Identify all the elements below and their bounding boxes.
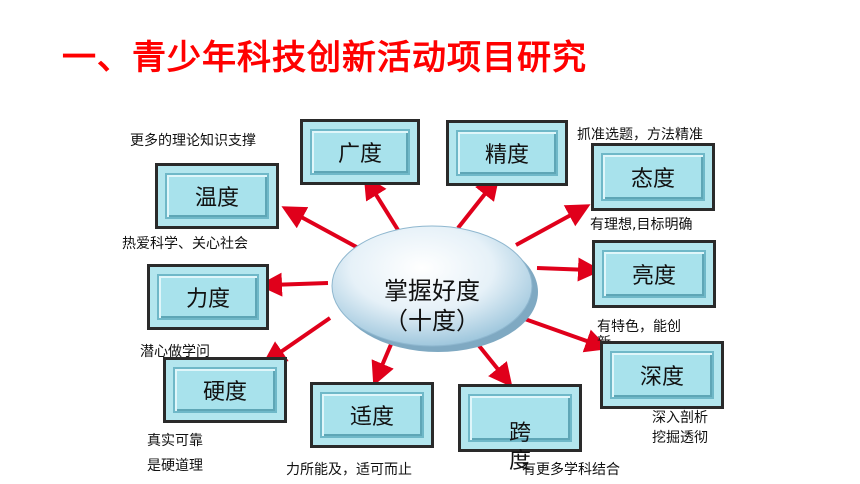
- note-shidu: 力所能及，适可而止: [286, 462, 412, 478]
- box-shendu-label: 深度: [639, 365, 684, 390]
- box-jingdu: 精度: [446, 120, 568, 186]
- box-guangdu-label: 广度: [337, 142, 382, 167]
- note-taidu: 有理想,目标明确: [590, 217, 693, 233]
- box-liangdu: 亮度: [592, 240, 716, 308]
- box-yingdu: 硬度: [163, 357, 287, 423]
- note-guangdu: 更多的理论知识支撑: [130, 133, 256, 149]
- box-kuadu-label-1: 跨: [509, 421, 532, 446]
- note-shendu-1: 深入剖析: [652, 410, 708, 426]
- page-title: 一、青少年科技创新活动项目研究: [62, 38, 587, 78]
- box-shidu-label: 适度: [349, 405, 394, 430]
- box-lidu: 力度: [147, 264, 269, 330]
- note-shendu-2: 挖掘透彻: [652, 430, 708, 446]
- box-guangdu: 广度: [300, 119, 420, 185]
- note-kuadu: 有更多学科结合: [522, 462, 620, 478]
- box-lidu-label: 力度: [185, 287, 230, 312]
- arrow-taidu: [515, 204, 591, 247]
- box-liangdu-label: 亮度: [631, 264, 676, 289]
- note-yingdu-1: 真实可靠: [147, 433, 203, 449]
- center-label-line1: 掌握好度: [384, 277, 480, 305]
- note-lidu: 潜心做学问: [140, 344, 210, 360]
- note-liangdu-2: 新: [597, 333, 611, 341]
- box-taidu-label: 态度: [630, 167, 675, 192]
- arrow-lidu: [258, 272, 329, 297]
- box-kuadu-label-2: 度: [509, 449, 532, 474]
- note-yingdu-2: 是硬道理: [147, 458, 203, 474]
- center-label-line2: （十度）: [384, 307, 480, 335]
- box-shendu: 深度: [600, 341, 724, 409]
- box-kuadu: 跨 度: [458, 384, 582, 474]
- arrow-wendu: [281, 206, 363, 252]
- arrow-shendu: [521, 316, 610, 353]
- box-jingdu-label: 精度: [484, 143, 529, 168]
- arrow-shidu: [371, 341, 394, 387]
- arrow-liangdu: [536, 257, 602, 282]
- box-taidu: 态度: [591, 143, 715, 211]
- arrow-jingdu: [456, 175, 500, 230]
- note-liangdu-1: 有特色，能创: [597, 319, 681, 335]
- center-label: 掌握好度 （十度）: [352, 276, 512, 336]
- arrow-kuadu: [474, 340, 513, 388]
- note-jingdu: 抓准选题，方法精准: [577, 127, 703, 143]
- center-ellipse: [331, 225, 533, 347]
- box-wendu-label: 温度: [194, 186, 239, 211]
- box-yingdu-label: 硬度: [202, 380, 247, 405]
- box-shidu: 适度: [310, 382, 434, 448]
- box-wendu: 温度: [155, 163, 279, 229]
- arrow-yingdu: [262, 316, 332, 365]
- arrow-guangdu: [363, 174, 400, 232]
- note-wendu: 热爱科学、关心社会: [122, 236, 248, 252]
